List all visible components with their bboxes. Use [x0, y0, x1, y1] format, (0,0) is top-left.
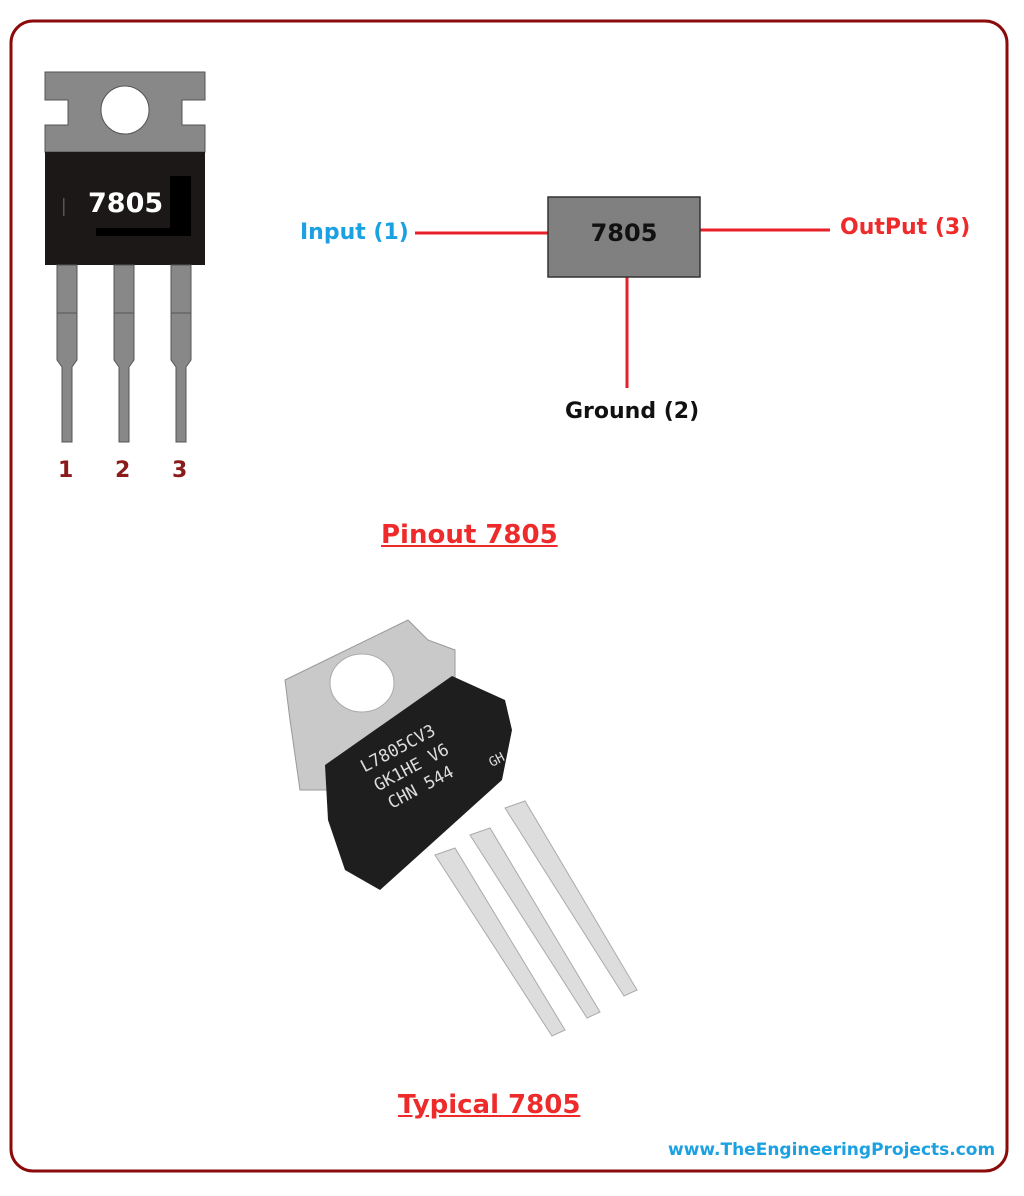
pin-number-3: 3: [172, 458, 188, 483]
pin-number-1: 1: [58, 458, 74, 483]
pin-number-2: 2: [115, 458, 131, 483]
regulator-box-label: 7805: [590, 219, 658, 247]
typical-caption: Typical 7805: [398, 1090, 581, 1120]
input-label: Input (1): [300, 220, 409, 245]
regulator-photo: L7805CV3 GK1HE V6 CHN 544 GH: [284, 619, 638, 1037]
frame-border: [9, 19, 1009, 1173]
output-label: OutPut (3): [840, 215, 971, 240]
package-label: 7805: [88, 188, 164, 219]
ground-label: Ground (2): [565, 399, 700, 424]
to220-package-drawing: [44, 71, 206, 443]
regulator-box: [547, 196, 701, 278]
svg-text:GH: GH: [487, 750, 508, 771]
schematic-wires: [415, 228, 830, 388]
pinout-caption: Pinout 7805: [381, 520, 558, 550]
watermark-url: www.TheEngineeringProjects.com: [668, 1140, 996, 1160]
